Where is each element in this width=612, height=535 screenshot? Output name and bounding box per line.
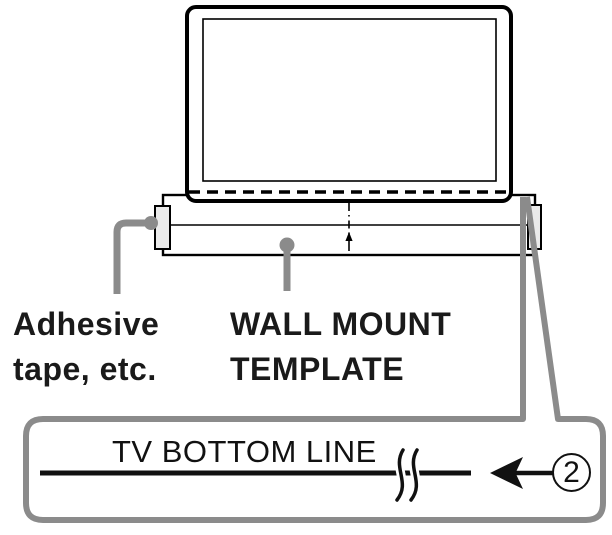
leader-dot-adhesive [144, 216, 158, 230]
line-break-mark-2 [409, 448, 419, 502]
line-break-mark-1 [395, 448, 405, 502]
step-2-badge: 2 [552, 453, 591, 492]
wall-mount-template-label: WALL MOUNT TEMPLATE [230, 302, 451, 392]
adhesive-tape-label-line1: Adhesive [13, 306, 160, 342]
tv-screen [202, 18, 497, 182]
callout-bubble [23, 196, 606, 523]
template-centerline-mark [345, 203, 353, 251]
adhesive-tape-label-line2: tape, etc. [13, 351, 157, 387]
tv-group [185, 5, 513, 203]
tv-outline [185, 5, 513, 203]
adhesive-tape-label: Adhesive tape, etc. [13, 302, 159, 392]
adhesive-tape-left [154, 205, 171, 250]
tv-bottom-line-graphic [40, 445, 553, 505]
arrow-left-icon [490, 457, 523, 489]
wall-mount-template-label-line2: TEMPLATE [230, 351, 405, 387]
leader-dot-template [279, 237, 295, 253]
leader-lines-group [23, 196, 606, 523]
leader-line-adhesive [113, 219, 151, 294]
wall-mount-template-label-line1: WALL MOUNT [230, 306, 452, 342]
tv-bottom-line-label: TV BOTTOM LINE [112, 434, 377, 469]
centerline-arrow-icon [345, 232, 353, 241]
